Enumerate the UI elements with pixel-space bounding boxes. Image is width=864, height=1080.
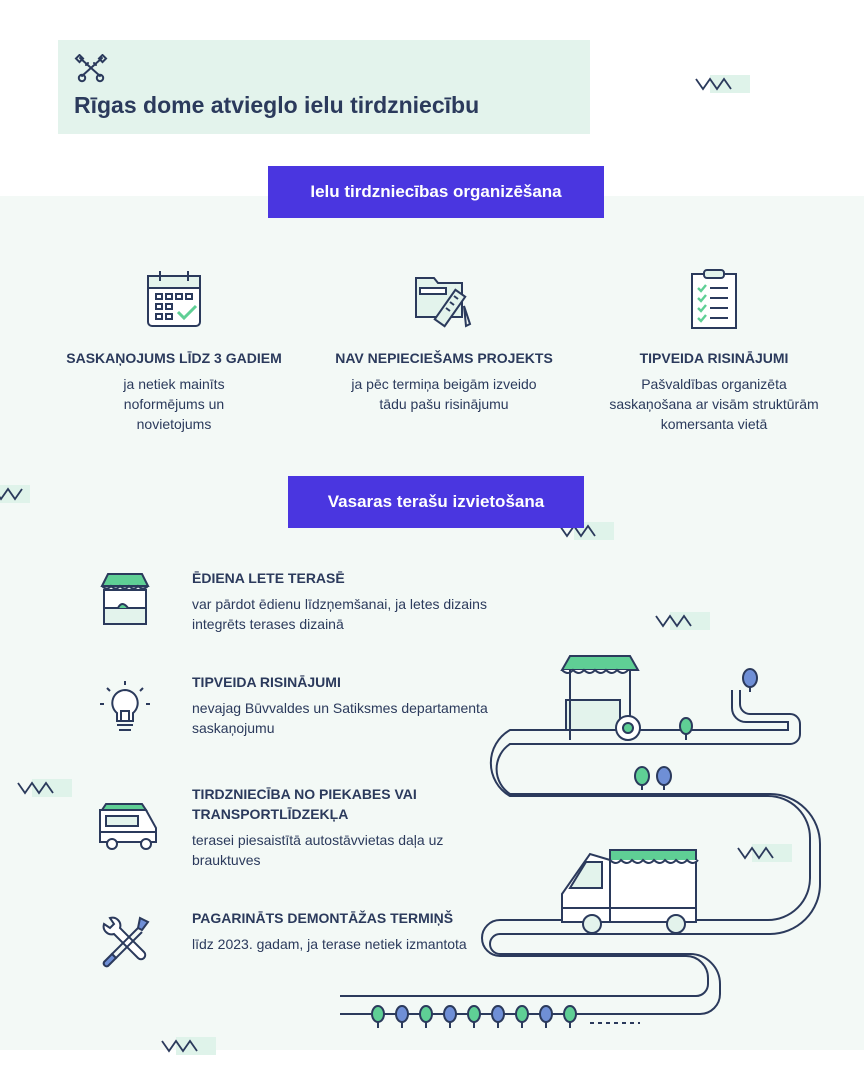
zigzag-decoration: [558, 520, 614, 542]
list-item-extended-dismantling: PAGARINĀTS DEMONTĀŽAS TERMIŅŠ līdz 2023.…: [96, 908, 516, 978]
food-truck-icon: [99, 803, 157, 850]
zigzag-decoration: [16, 777, 72, 799]
item-description: terasei piesaistītā autostāvvietas daļa …: [192, 832, 444, 868]
list-item-standard-solutions: TIPVEIDA RISINĀJUMI nevajag Būvvaldes un…: [96, 672, 516, 742]
feature-title: NAV NEPIECIEŠAMS PROJEKTS: [335, 350, 553, 366]
feature-title: SASKAŅOJUMS LĪDZ 3 GADIEM: [66, 350, 282, 366]
feature-description: Pašvaldības organizēta saskaņošana ar vi…: [609, 376, 819, 432]
item-title: TIPVEIDA RISINĀJUMI: [192, 674, 341, 690]
feature-title: TIPVEIDA RISINĀJUMI: [639, 350, 789, 366]
zigzag-decoration: [694, 73, 750, 95]
section-title-street-trade: Ielu tirdzniecības organizēšana: [268, 166, 604, 218]
delivery-truck-icon: [561, 849, 699, 934]
feature-no-project-needed: NAV NEPIECIEŠAMS PROJEKTS ja pēc termiņa…: [314, 268, 574, 414]
road-food-cart-truck-illustration: [340, 655, 821, 1028]
calendar-check-icon: [147, 271, 201, 327]
item-title: PAGARINĀTS DEMONTĀŽAS TERMIŅŠ: [192, 910, 454, 926]
feature-description: ja pēc termiņa beigām izveido tādu pašu …: [351, 376, 537, 412]
feature-approval-3-years: SASKAŅOJUMS LĪDZ 3 GADIEM ja netiek main…: [44, 268, 304, 434]
feature-description: ja netiek mainīts noformējums un novieto…: [123, 376, 225, 432]
section-title-summer-terraces: Vasaras terašu izvietošana: [288, 476, 584, 528]
header: Rīgas dome atvieglo ielu tirdzniecību: [58, 40, 590, 134]
lightbulb-icon: [100, 681, 150, 731]
crossed-keys-icon: [74, 54, 108, 83]
list-item-trailer-trade: TIRDZNIECĪBA NO PIEKABES VAI TRANSPORTLĪ…: [96, 784, 516, 874]
item-title: TIRDZNIECĪBA NO PIEKABES VAI TRANSPORTLĪ…: [192, 786, 417, 822]
folder-ruler-pencil-icon: [415, 277, 472, 328]
zigzag-decoration: [160, 1035, 216, 1057]
item-title: ĒDIENA LETE TERASĒ: [192, 570, 345, 586]
zigzag-decoration: [736, 842, 792, 864]
feature-standard-solutions: TIPVEIDA RISINĀJUMI Pašvaldības organizē…: [584, 268, 844, 434]
food-cart-icon: [560, 655, 641, 741]
clipboard-checklist-icon: [691, 269, 737, 329]
zigzag-decoration: [654, 610, 710, 632]
zigzag-decoration: [0, 483, 48, 505]
page-title: Rīgas dome atvieglo ielu tirdzniecību: [74, 92, 480, 118]
item-description: var pārdot ēdienu līdzņemšanai, ja letes…: [192, 596, 487, 632]
market-stall-icon: [100, 573, 150, 625]
list-item-food-counter: ĒDIENA LETE TERASĒ var pārdot ēdienu līd…: [96, 568, 516, 638]
item-description: līdz 2023. gadam, ja terase netiek izman…: [192, 936, 467, 952]
item-description: nevajag Būvvaldes un Satiksmes departame…: [192, 700, 488, 736]
wrench-screwdriver-icon: [102, 916, 150, 968]
